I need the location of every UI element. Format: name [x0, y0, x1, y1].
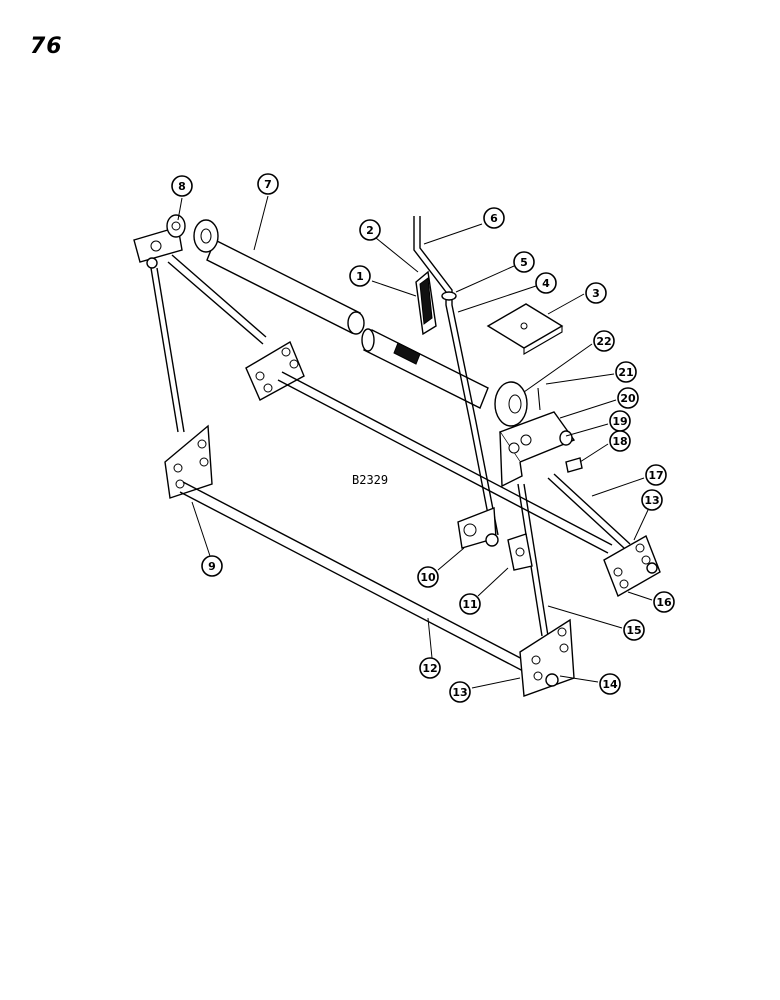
svg-text:5: 5 — [520, 256, 528, 269]
svg-text:13: 13 — [452, 686, 467, 699]
bracket-19-20 — [498, 411, 583, 488]
svg-text:3: 3 — [592, 287, 600, 300]
right-upper-plate — [603, 534, 661, 598]
callout-21: 21 — [615, 361, 637, 383]
upper-left-arm — [133, 214, 186, 269]
callout-11: 11 — [459, 593, 481, 615]
page-number: 76 — [30, 34, 63, 59]
svg-text:16: 16 — [656, 596, 672, 609]
svg-text:19: 19 — [612, 415, 627, 428]
svg-text:17: 17 — [648, 469, 663, 482]
callout-8: 8 — [171, 175, 193, 197]
callout-3: 3 — [585, 282, 607, 304]
svg-text:21: 21 — [618, 366, 633, 379]
svg-text:18: 18 — [612, 435, 627, 448]
svg-text:2: 2 — [366, 224, 374, 237]
svg-text:9: 9 — [208, 560, 216, 573]
flange-22 — [494, 381, 541, 427]
callout-12: 12 — [419, 657, 441, 679]
callout-7: 7 — [257, 173, 279, 195]
svg-text:8: 8 — [178, 180, 186, 193]
callout-1: 1 — [349, 265, 371, 287]
bracket-11 — [507, 533, 533, 571]
svg-text:13: 13 — [644, 494, 659, 507]
svg-text:15: 15 — [626, 624, 641, 637]
callout-4: 4 — [535, 272, 557, 294]
lower-left-plate — [164, 424, 529, 673]
upper-tube — [193, 219, 489, 409]
svg-text:12: 12 — [422, 662, 437, 675]
svg-text:1: 1 — [356, 270, 364, 283]
callout-16: 16 — [653, 591, 675, 613]
svg-text:4: 4 — [542, 277, 550, 290]
callout-20: 20 — [617, 387, 639, 409]
svg-text:11: 11 — [462, 598, 477, 611]
callout-17: 17 — [645, 464, 667, 486]
leader-lines — [177, 195, 653, 689]
callout-19: 19 — [609, 410, 631, 432]
callout-10: 10 — [417, 566, 439, 588]
left-link-rod — [150, 254, 267, 433]
rod-17 — [547, 473, 631, 549]
plate-3 — [486, 303, 564, 355]
control-rod — [413, 216, 499, 536]
svg-text:6: 6 — [490, 212, 498, 225]
callout-13-lower: 13 — [449, 681, 471, 703]
svg-text:22: 22 — [596, 335, 611, 348]
callout-15: 15 — [623, 619, 645, 641]
callout-14: 14 — [599, 673, 621, 695]
callout-18: 18 — [609, 430, 631, 452]
callout-13-upper: 13 — [641, 489, 663, 511]
callout-22: 22 — [593, 330, 615, 352]
figure-code: B2329 — [352, 473, 388, 487]
callout-2: 2 — [359, 219, 381, 241]
bracket-1 — [415, 270, 437, 336]
svg-text:10: 10 — [420, 571, 436, 584]
middle-plate — [245, 340, 613, 554]
svg-text:20: 20 — [620, 392, 636, 405]
svg-text:14: 14 — [602, 678, 618, 691]
callout-5: 5 — [513, 251, 535, 273]
lower-arm-10 — [457, 507, 499, 549]
callout-6: 6 — [483, 207, 505, 229]
callout-9: 9 — [201, 555, 223, 577]
svg-text:7: 7 — [264, 178, 272, 191]
